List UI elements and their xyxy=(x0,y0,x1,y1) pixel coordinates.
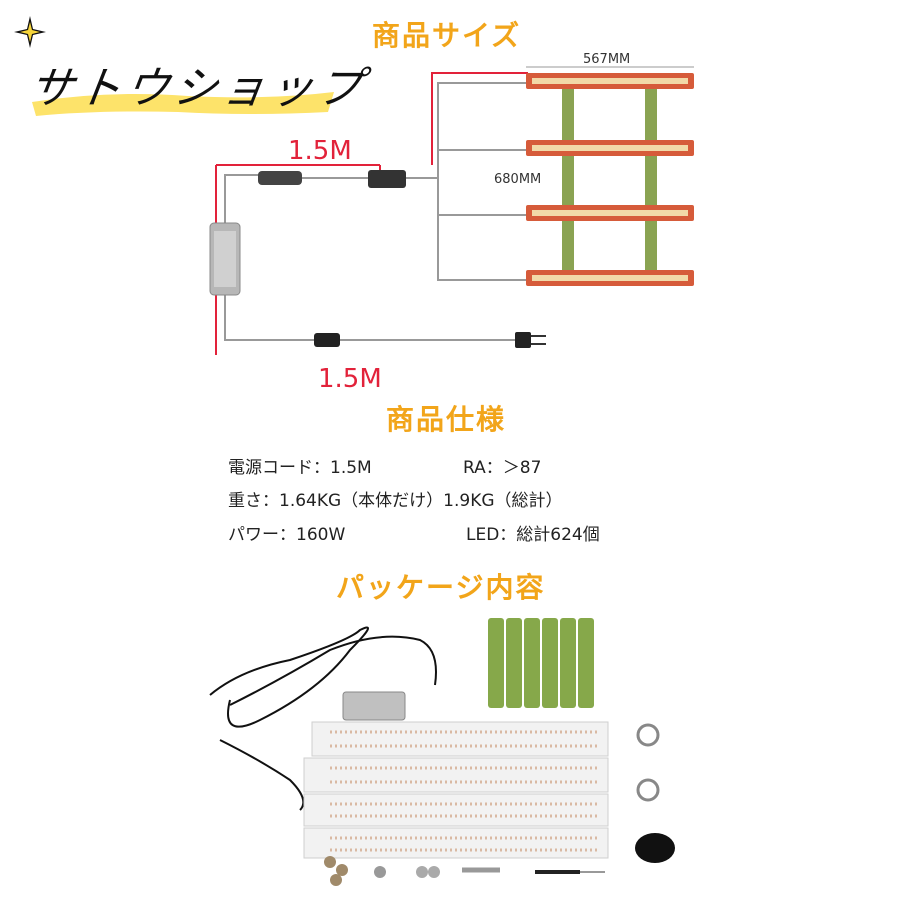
spec-ra: RA：＞87 xyxy=(463,458,542,478)
spec-section-title: 商品仕様 xyxy=(386,403,507,436)
sparkle-icon xyxy=(14,16,46,48)
spec-power: パワー：160W xyxy=(228,525,346,545)
cable-length-upper: 1.5M xyxy=(288,136,352,166)
spec-weight: 重さ：1.64KG（本体だけ）1.9KG（総計） xyxy=(228,491,563,511)
size-diagram xyxy=(209,66,694,355)
shop-logo-highlight xyxy=(32,92,334,116)
spec-power-cord: 電源コード：1.5M xyxy=(228,458,372,478)
height-label: 680MM xyxy=(494,172,542,187)
width-label: 567MM xyxy=(583,52,631,67)
cable-length-lower: 1.5M xyxy=(318,364,382,394)
size-section-title: 商品サイズ xyxy=(372,19,522,52)
package-section-title: パッケージ内容 xyxy=(336,571,546,604)
package-contents-image xyxy=(209,618,675,886)
spec-led: LED：総計624個 xyxy=(466,525,600,545)
